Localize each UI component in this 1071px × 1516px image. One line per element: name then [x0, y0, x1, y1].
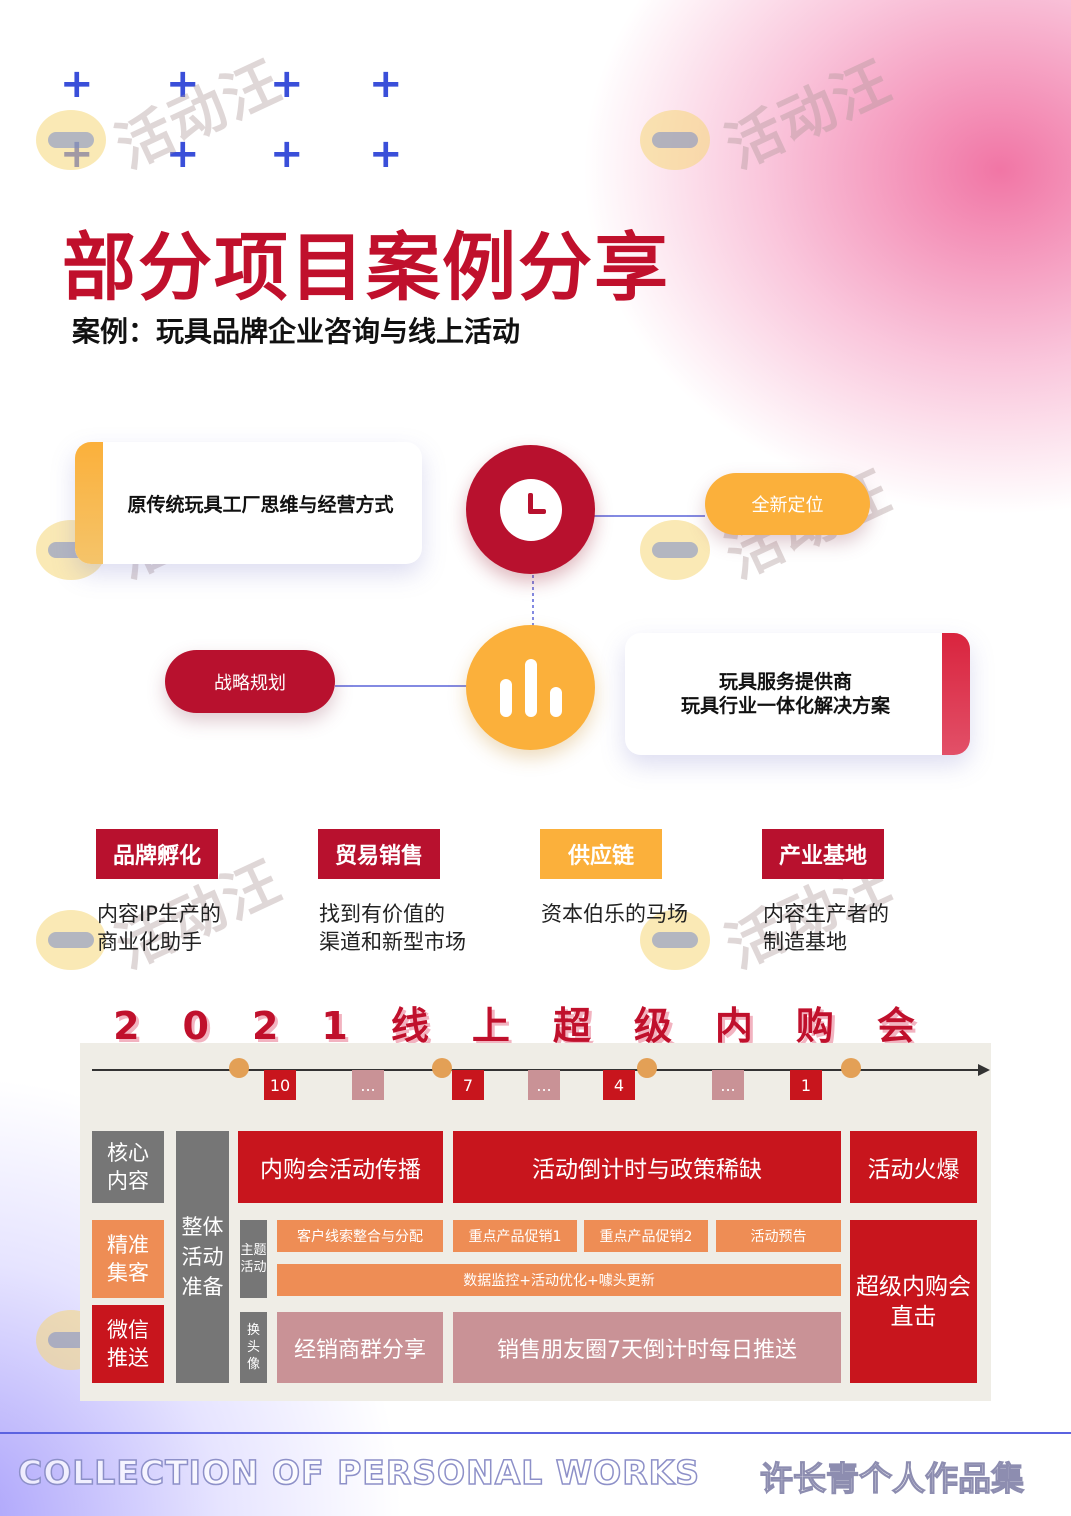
block-moments: 销售朋友圈7天倒计时每日推送: [453, 1312, 841, 1383]
row-label-precise: 精准 集客: [92, 1220, 164, 1298]
timeline-marker: 10: [264, 1070, 296, 1100]
provider-card: 玩具服务提供商 玩具行业一体化解决方案: [625, 633, 970, 755]
timeline-dot: [637, 1058, 657, 1078]
card-accent-bar: [75, 442, 103, 564]
block-hot: 活动火爆: [850, 1131, 977, 1203]
positioning-pill: 全新定位: [705, 473, 870, 535]
provider-card-line1: 玩具服务提供商: [718, 671, 852, 693]
footer-divider: [0, 1432, 1071, 1434]
mascot-watermark-icon: [640, 110, 710, 170]
block-leads: 客户线索整合与分配: [277, 1220, 443, 1252]
mascot-watermark-icon: [36, 110, 106, 170]
block-dealers: 经销商群分享: [277, 1312, 443, 1383]
plus-icon: +: [270, 61, 304, 107]
mascot-watermark-icon: [640, 520, 710, 580]
plus-icon: +: [166, 61, 200, 107]
origin-card-label: 原传统玩具工厂思维与经营方式: [127, 493, 394, 516]
pillar-tag: 贸易销售: [318, 829, 440, 879]
plus-icon: +: [369, 131, 403, 177]
overall-prep-column: 整体 活动 准备: [176, 1131, 229, 1383]
row-label-wechat: 微信 推送: [92, 1305, 164, 1383]
row-label-core: 核心 内容: [92, 1131, 164, 1203]
timeline-marker: 4: [603, 1070, 635, 1100]
timeline-marker: ...: [528, 1070, 560, 1100]
timeline-dot: [432, 1058, 452, 1078]
strategy-pill: 战略规划: [165, 650, 335, 713]
block-live: 超级内购会 直击: [850, 1220, 977, 1383]
page-subtitle: 案例：玩具品牌企业咨询与线上活动: [72, 315, 521, 348]
plus-icon: +: [369, 61, 403, 107]
mascot-watermark-icon: [640, 910, 710, 970]
timeline-marker: 1: [790, 1070, 822, 1100]
diagram-connectors: [335, 515, 705, 687]
timeline-marker: 7: [452, 1070, 484, 1100]
pillar-desc: 内容生产者的 制造基地: [763, 902, 889, 954]
theme-label: 主题 活动: [240, 1220, 267, 1298]
plus-icon: +: [166, 131, 200, 177]
avatar-label: 换 头 像: [240, 1312, 267, 1383]
plus-icon: +: [270, 131, 304, 177]
clock-icon: [499, 478, 562, 541]
bar-chart-icon: [499, 658, 562, 717]
plus-icon: +: [60, 61, 94, 107]
timeline-marker: ...: [352, 1070, 384, 1100]
event-banner: 2021线上超级内购会: [113, 1004, 958, 1048]
footer-right-text: 许长青个人作品集: [759, 1458, 1024, 1498]
pillar-tag: 品牌孵化: [96, 829, 218, 879]
block-promo1: 重点产品促销1: [453, 1220, 577, 1252]
origin-card: 原传统玩具工厂思维与经营方式: [75, 442, 422, 564]
pillar-desc: 资本伯乐的马场: [541, 902, 688, 926]
pillar-tag: 产业基地: [762, 829, 884, 879]
block-countdown: 活动倒计时与政策稀缺: [453, 1131, 841, 1203]
bar-chart-circle: [466, 625, 595, 750]
block-monitor: 数据监控+活动优化+噱头更新: [277, 1264, 841, 1296]
timeline-dot: [229, 1058, 249, 1078]
page-title: 部分项目案例分享: [62, 225, 670, 311]
mascot-watermark-icon: [36, 910, 106, 970]
provider-card-line2: 玩具行业一体化解决方案: [680, 695, 890, 717]
pillar-tag: 供应链: [540, 829, 662, 879]
block-preview: 活动预告: [716, 1220, 841, 1252]
block-spread: 内购会活动传播: [238, 1131, 443, 1203]
timeline-dot: [841, 1058, 861, 1078]
footer-left-text: COLLECTION OF PERSONAL WORKS: [17, 1452, 700, 1493]
clock-circle: [466, 445, 595, 574]
block-promo2: 重点产品促销2: [584, 1220, 708, 1252]
timeline-marker: ...: [712, 1070, 744, 1100]
card-accent-bar: [942, 633, 970, 755]
pillar-desc: 找到有价值的 渠道和新型市场: [319, 902, 466, 954]
pillar-desc: 内容IP生产的 商业化助手: [97, 902, 221, 954]
